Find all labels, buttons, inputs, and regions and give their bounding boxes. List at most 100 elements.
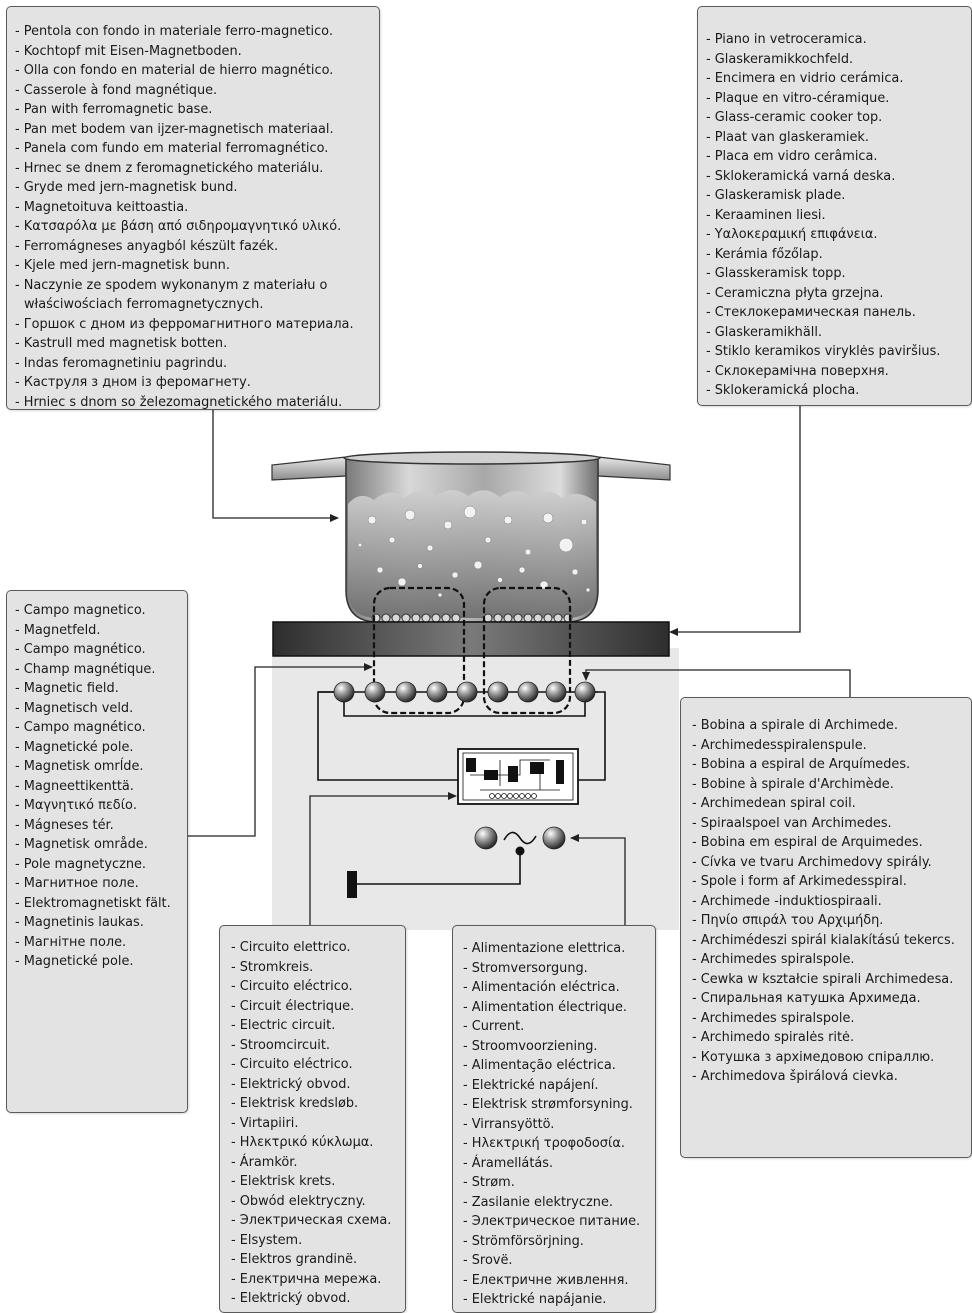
coil-label-list: Bobina a spirale di Archimede.Archimedes… — [692, 716, 971, 1087]
label-line: Campo magnético. — [15, 718, 187, 738]
label-line: Elektrisk kredsløb. — [231, 1094, 405, 1114]
label-line: Strömförsörjning. — [463, 1232, 655, 1252]
label-line: Archimedesspiralenspule. — [692, 736, 971, 756]
label-line: Magnetické pole. — [15, 738, 187, 758]
label-line: Bobina em espiral de Arquimedes. — [692, 833, 971, 853]
label-line: Casserole à fond magnétique. — [15, 81, 379, 101]
label-line: Elektrický obvod. — [231, 1075, 405, 1095]
magnetic-field-label-list: Campo magnetico.Magnetfeld.Campo magnéti… — [15, 601, 187, 972]
bubbles — [357, 505, 591, 598]
label-line: Circuit électrique. — [231, 997, 405, 1017]
label-line: Circuito eléctrico. — [231, 977, 405, 997]
label-line: Gryde med jern-magnetisk bund. — [15, 178, 379, 198]
label-line: Archimedes spiralspole. — [692, 950, 971, 970]
label-line: Magnetisk omrĺde. — [15, 757, 187, 777]
circuit-board — [457, 748, 579, 805]
label-line: Магнитное поле. — [15, 874, 187, 894]
label-line: Archimédeszi spirál kialakítású tekercs. — [692, 931, 971, 951]
label-line: Pan with ferromagnetic base. — [15, 100, 379, 120]
label-line: Pan met bodem van ijzer-magnetisch mater… — [15, 120, 379, 140]
label-line: Obwód elektryczny. — [231, 1192, 405, 1212]
label-line: Archimedo spiralės ritė. — [692, 1028, 971, 1048]
label-line: Stroomcircuit. — [231, 1036, 405, 1056]
label-line: Elektrické napájanie. — [463, 1290, 655, 1310]
label-line: Elektrický obvod. — [231, 1289, 405, 1309]
label-line: Πηνίο σπιράλ του Αρχιμήδη. — [692, 911, 971, 931]
label-line: Panela com fundo em material ferromagnét… — [15, 139, 379, 159]
label-line: Electric circuit. — [231, 1016, 405, 1036]
label-line: Bobine à spirale d'Archimède. — [692, 775, 971, 795]
label-line: Kochtopf mit Eisen-Magnetboden. — [15, 42, 379, 62]
pot-base-label-list: Pentola con fondo in materiale ferro-mag… — [15, 22, 379, 412]
label-line: Stromkreis. — [231, 958, 405, 978]
label-line: Campo magnético. — [15, 640, 187, 660]
label-line: Stroomvoorziening. — [463, 1037, 655, 1057]
label-line: Електрична мережа. — [231, 1270, 405, 1290]
magnetic-field-loops — [372, 586, 572, 715]
label-line: Bobina a spirale di Archimede. — [692, 716, 971, 736]
label-line: Υαλοκεραμική επιφάνεια. — [706, 225, 971, 245]
label-line: Alimentazione elettrica. — [463, 939, 655, 959]
label-line: Champ magnétique. — [15, 660, 187, 680]
label-line: Склокерамічна поверхня. — [706, 362, 971, 382]
label-line: Ferromágneses anyagból készült fazék. — [15, 237, 379, 257]
power-supply-label-list: Alimentazione elettrica.Stromversorgung.… — [463, 939, 655, 1310]
power-supply-label-panel: Alimentazione elettrica.Stromversorgung.… — [452, 925, 656, 1313]
label-line: Virtapiiri. — [231, 1114, 405, 1134]
label-line: Magnetoituva keittoastia. — [15, 198, 379, 218]
label-line: Archimedean spiral coil. — [692, 794, 971, 814]
label-line: Κατσαρόλα με βάση από σιδηρομαγνητικό υλ… — [15, 217, 379, 237]
label-line: Glasskeramisk topp. — [706, 264, 971, 284]
label-line: Virransyöttö. — [463, 1115, 655, 1135]
label-line: właściwościach ferromagnetycznych. — [24, 297, 264, 312]
label-line: Circuito elettrico. — [231, 938, 405, 958]
label-line: Piano in vetroceramica. — [706, 30, 971, 50]
label-line: Kastrull med magnetisk botten. — [15, 334, 379, 354]
label-line: Sklokeramická varná deska. — [706, 167, 971, 187]
glass-top-label-panel: Piano in vetroceramica.Glaskeramikkochfe… — [697, 6, 972, 406]
pot-base-label-panel: Pentola con fondo in materiale ferro-mag… — [6, 6, 380, 410]
label-line: Current. — [463, 1017, 655, 1037]
label-line: Стеклокерамическая панель. — [706, 303, 971, 323]
glass-ceramic-plate — [272, 621, 670, 657]
label-line: Magneettikenttä. — [15, 777, 187, 797]
label-line: Stromversorgung. — [463, 959, 655, 979]
label-line: Ηλεκτρική τροφοδοσία. — [463, 1134, 655, 1154]
label-line: Magnetisk område. — [15, 835, 187, 855]
magnetic-field-label-panel: Campo magnetico.Magnetfeld.Campo magnéti… — [6, 590, 188, 1113]
label-line: Magnetic field. — [15, 679, 187, 699]
label-line: Áramellátás. — [463, 1154, 655, 1174]
circuit-label-panel: Circuito elettrico.Stromkreis.Circuito e… — [219, 925, 406, 1313]
label-line: Elektrisk krets. — [231, 1172, 405, 1192]
label-line: Alimentation électrique. — [463, 998, 655, 1018]
label-line: Kerámia főzőlap. — [706, 245, 971, 265]
leader-lines — [188, 406, 851, 925]
label-line: Elektros grandinë. — [231, 1250, 405, 1270]
label-line: Mágneses tér. — [15, 816, 187, 836]
label-line: Ceramiczna płyta grzejna. — [706, 284, 971, 304]
label-line: Glaskeramikhäll. — [706, 323, 971, 343]
label-line: Электрическая схема. — [231, 1211, 405, 1231]
label-line: Ηλεκτρικό κύκλωμα. — [231, 1133, 405, 1153]
label-line: Campo magnetico. — [15, 601, 187, 621]
label-line: Olla con fondo en material de hierro mag… — [15, 61, 379, 81]
label-line: Magnetinis laukas. — [15, 913, 187, 933]
glass-top-label-list: Piano in vetroceramica.Glaskeramikkochfe… — [706, 30, 971, 401]
label-line: Hrniec s dnom so železomagnetického mate… — [15, 393, 379, 413]
label-line: Magnetické pole. — [15, 952, 187, 972]
label-line: Alimentação eléctrica. — [463, 1056, 655, 1076]
label-line: Circuito eléctrico. — [231, 1055, 405, 1075]
label-line: Каструля з дном із феромагнету. — [15, 373, 379, 393]
coil-label-panel: Bobina a spirale di Archimede.Archimedes… — [680, 697, 972, 1158]
label-line: Elektrisk strømforsyning. — [463, 1095, 655, 1115]
label-line: Pentola con fondo in materiale ferro-mag… — [15, 22, 379, 42]
label-line: Glass-ceramic cooker top. — [706, 108, 971, 128]
pot — [343, 451, 601, 623]
label-line: Indas feromagnetiniu pagrindu. — [15, 354, 379, 374]
label-line: Горшок с дном из ферромагнитного материа… — [15, 315, 379, 335]
label-line: Elektrické napájení. — [463, 1076, 655, 1096]
coil-conductors — [318, 681, 598, 703]
circuit-label-list: Circuito elettrico.Stromkreis.Circuito e… — [231, 938, 405, 1309]
label-line: Strøm. — [463, 1173, 655, 1193]
